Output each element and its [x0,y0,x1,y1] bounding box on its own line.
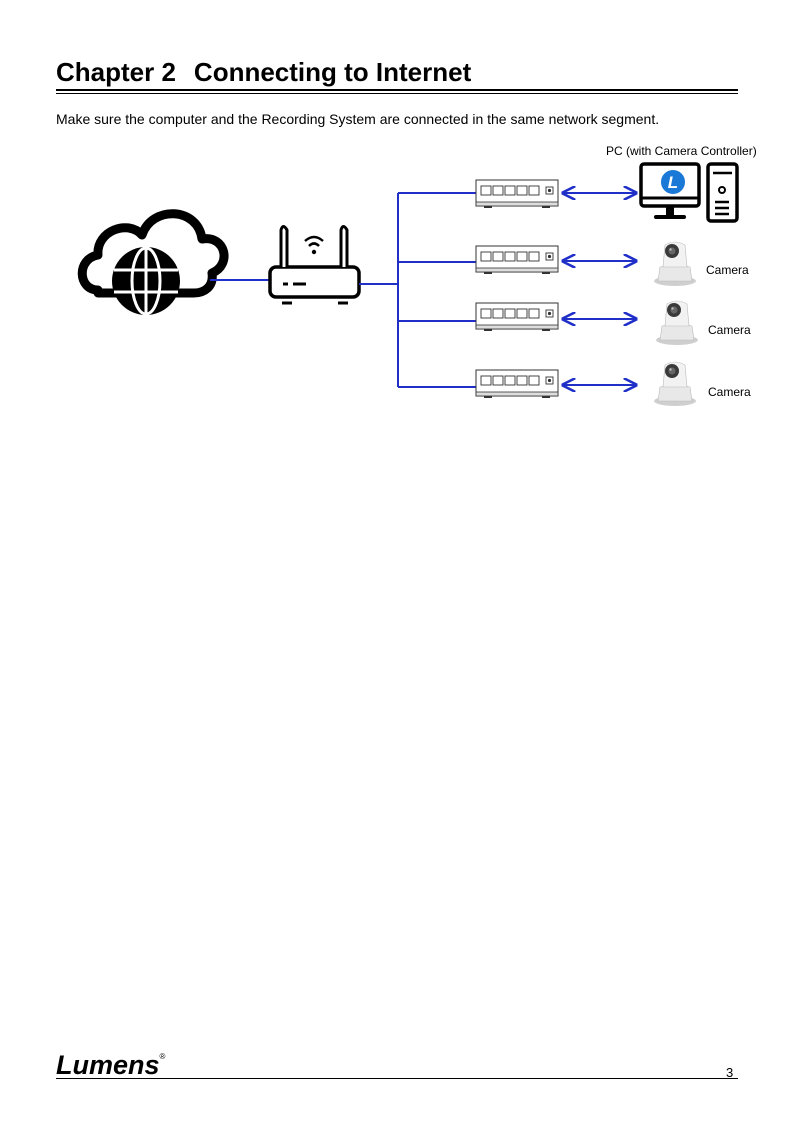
router-icon [268,225,361,305]
switch-icon [475,245,559,275]
camera-label: Camera [708,323,751,337]
camera-controller-logo-icon: L [659,168,687,196]
ptz-camera-icon [653,361,697,407]
heading-rule-thin [56,93,738,94]
network-diagram: PC (with Camera Controller) L Camera Cam… [77,144,757,407]
logo-text: Lumens [56,1050,160,1080]
chapter-heading: Chapter 2 Connecting to Internet [56,56,471,88]
footer-rule [56,1078,738,1079]
ptz-camera-icon [653,241,697,287]
lumens-logo: Lumens® [56,1050,165,1081]
intro-text: Make sure the computer and the Recording… [56,111,660,127]
switch-icon [475,369,559,399]
ptz-camera-icon [655,300,699,346]
switch-icon [475,302,559,332]
pc-label: PC (with Camera Controller) [606,144,757,158]
pc-badge-letter: L [668,173,678,192]
camera-label: Camera [708,385,751,399]
chapter-title: Connecting to Internet [193,57,472,87]
switch-icon [475,179,559,209]
cloud-globe-icon [77,209,229,316]
heading-rule [56,89,738,91]
page-number: 3 [726,1065,734,1080]
camera-label: Camera [706,263,749,277]
registered-mark: ® [159,1052,166,1061]
chapter-number: Chapter 2 [56,57,176,87]
pc-icon [639,162,739,223]
